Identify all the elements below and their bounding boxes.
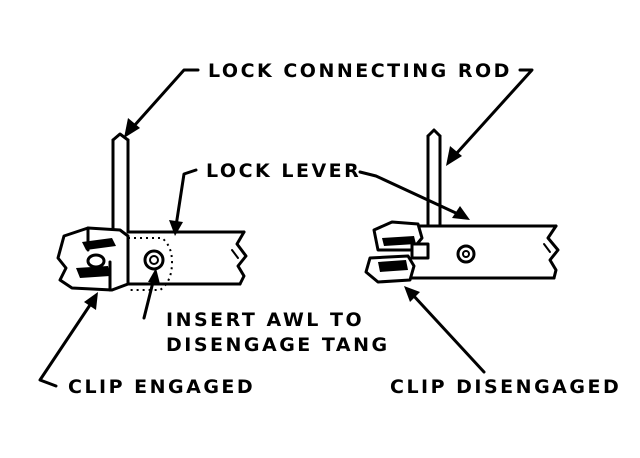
label-lock-lever: LOCK LEVER xyxy=(206,160,361,182)
disengaged-assembly xyxy=(364,128,560,284)
engaged-assembly xyxy=(56,132,248,292)
label-lock-connecting-rod: LOCK CONNECTING ROD xyxy=(208,60,512,82)
label-clip-engaged: CLIP ENGAGED xyxy=(68,376,255,398)
left-clip-engaged xyxy=(56,226,130,292)
label-insert-awl-line1: INSERT AWL TO xyxy=(166,309,364,331)
left-lock-lever xyxy=(126,230,248,286)
leader-lines xyxy=(38,68,534,388)
label-clip-disengaged: CLIP DISENGAGED xyxy=(390,376,621,398)
right-tang-hole xyxy=(456,244,476,264)
right-connecting-rod xyxy=(426,128,442,228)
left-connecting-rod xyxy=(111,132,130,234)
right-clip-disengaged xyxy=(364,220,430,284)
label-insert-awl-line2: DISENGAGE TANG xyxy=(166,334,390,356)
right-lock-lever xyxy=(406,224,560,280)
left-tang-hole xyxy=(128,237,174,291)
